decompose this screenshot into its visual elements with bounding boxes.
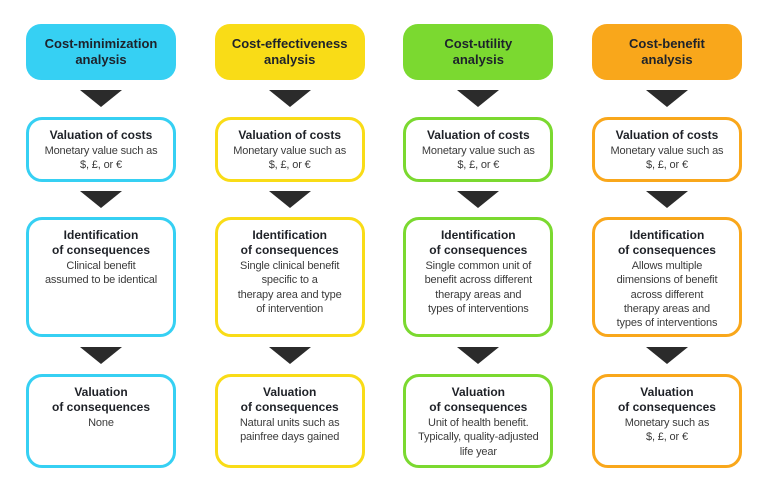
arrow-down-icon (457, 347, 500, 364)
column-cost-utility: Cost-utility analysis Valuation of costs… (403, 24, 554, 502)
column-cost-benefit: Cost-benefit analysis Valuation of costs… (591, 24, 742, 502)
stage-title: Valuation of consequences (240, 385, 339, 414)
stage-body: Monetary value such as $, £, or € (44, 145, 158, 172)
stage-title: Valuation of costs (49, 128, 153, 142)
column-header-cost-benefit: Cost-benefit analysis (591, 24, 742, 80)
stage-box-valuation-of-consequences: Valuation of consequences Natural units … (214, 374, 365, 468)
stage-box-valuation-of-consequences: Valuation of consequences Unit of health… (403, 374, 554, 468)
stage-body: None (88, 417, 114, 429)
stage-title: Valuation of costs (615, 128, 719, 142)
stage-box-identification-of-consequences: Identification of consequences Clinical … (26, 217, 176, 337)
arrow-down-icon (268, 347, 311, 364)
arrow-down-icon (80, 347, 122, 364)
stage-title: Valuation of costs (426, 128, 530, 142)
stage-title: Identification of consequences (51, 228, 151, 257)
stage-box-identification-of-consequences: Identification of consequences Single co… (403, 217, 554, 337)
stage-title: Valuation of consequences (429, 385, 528, 414)
stage-title: Valuation of consequences (617, 385, 716, 414)
stage-box-identification-of-consequences: Identification of consequences Single cl… (214, 217, 365, 337)
stage-body: Monetary value such as $, £, or € (233, 145, 347, 172)
stage-title: Valuation of costs (238, 128, 341, 142)
arrow-down-icon (268, 90, 311, 107)
arrow-down-icon (645, 347, 688, 364)
arrow-down-icon (645, 90, 688, 107)
arrow-down-icon (268, 191, 311, 208)
stage-title: Identification of consequences (429, 228, 528, 257)
stage-body: Clinical benefit assumed to be identical (44, 260, 158, 287)
stage-title: Identification of consequences (617, 228, 716, 257)
stage-body: Allows multiple dimensions of benefit ac… (616, 260, 718, 330)
stage-title: Identification of consequences (240, 228, 339, 257)
arrow-down-icon (457, 191, 500, 208)
stage-body: Monetary such as $, £, or € (624, 417, 710, 444)
stage-box-valuation-of-costs: Valuation of costs Monetary value such a… (591, 117, 742, 182)
stage-title: Valuation of consequences (51, 385, 151, 414)
stage-box-valuation-of-consequences: Valuation of consequences None (26, 374, 176, 468)
arrow-down-icon (80, 90, 122, 107)
column-cost-minimization: Cost-minimization analysis Valuation of … (26, 24, 176, 502)
column-cost-effectiveness: Cost-effectiveness analysis Valuation of… (214, 24, 365, 502)
column-header-cost-minimization: Cost-minimization analysis (26, 24, 176, 80)
column-header-cost-effectiveness: Cost-effectiveness analysis (214, 24, 365, 80)
stage-box-valuation-of-costs: Valuation of costs Monetary value such a… (214, 117, 365, 182)
stage-body: Unit of health benefit. Typically, quali… (418, 417, 539, 458)
arrow-down-icon (645, 191, 688, 208)
stage-body: Monetary value such as $, £, or € (610, 145, 724, 172)
stage-box-valuation-of-consequences: Valuation of consequences Monetary such … (591, 374, 742, 468)
stage-body: Natural units such as painfree days gain… (239, 417, 340, 444)
stage-box-valuation-of-costs: Valuation of costs Monetary value such a… (403, 117, 554, 182)
stage-box-valuation-of-costs: Valuation of costs Monetary value such a… (26, 117, 176, 182)
stage-box-identification-of-consequences: Identification of consequences Allows mu… (591, 217, 742, 337)
arrow-down-icon (457, 90, 500, 107)
stage-body: Monetary value such as $, £, or € (421, 145, 535, 172)
arrow-down-icon (80, 191, 122, 208)
stage-body: Single clinical benefit specific to a th… (237, 260, 342, 315)
column-header-cost-utility: Cost-utility analysis (403, 24, 554, 80)
stage-body: Single common unit of benefit across dif… (424, 260, 533, 315)
